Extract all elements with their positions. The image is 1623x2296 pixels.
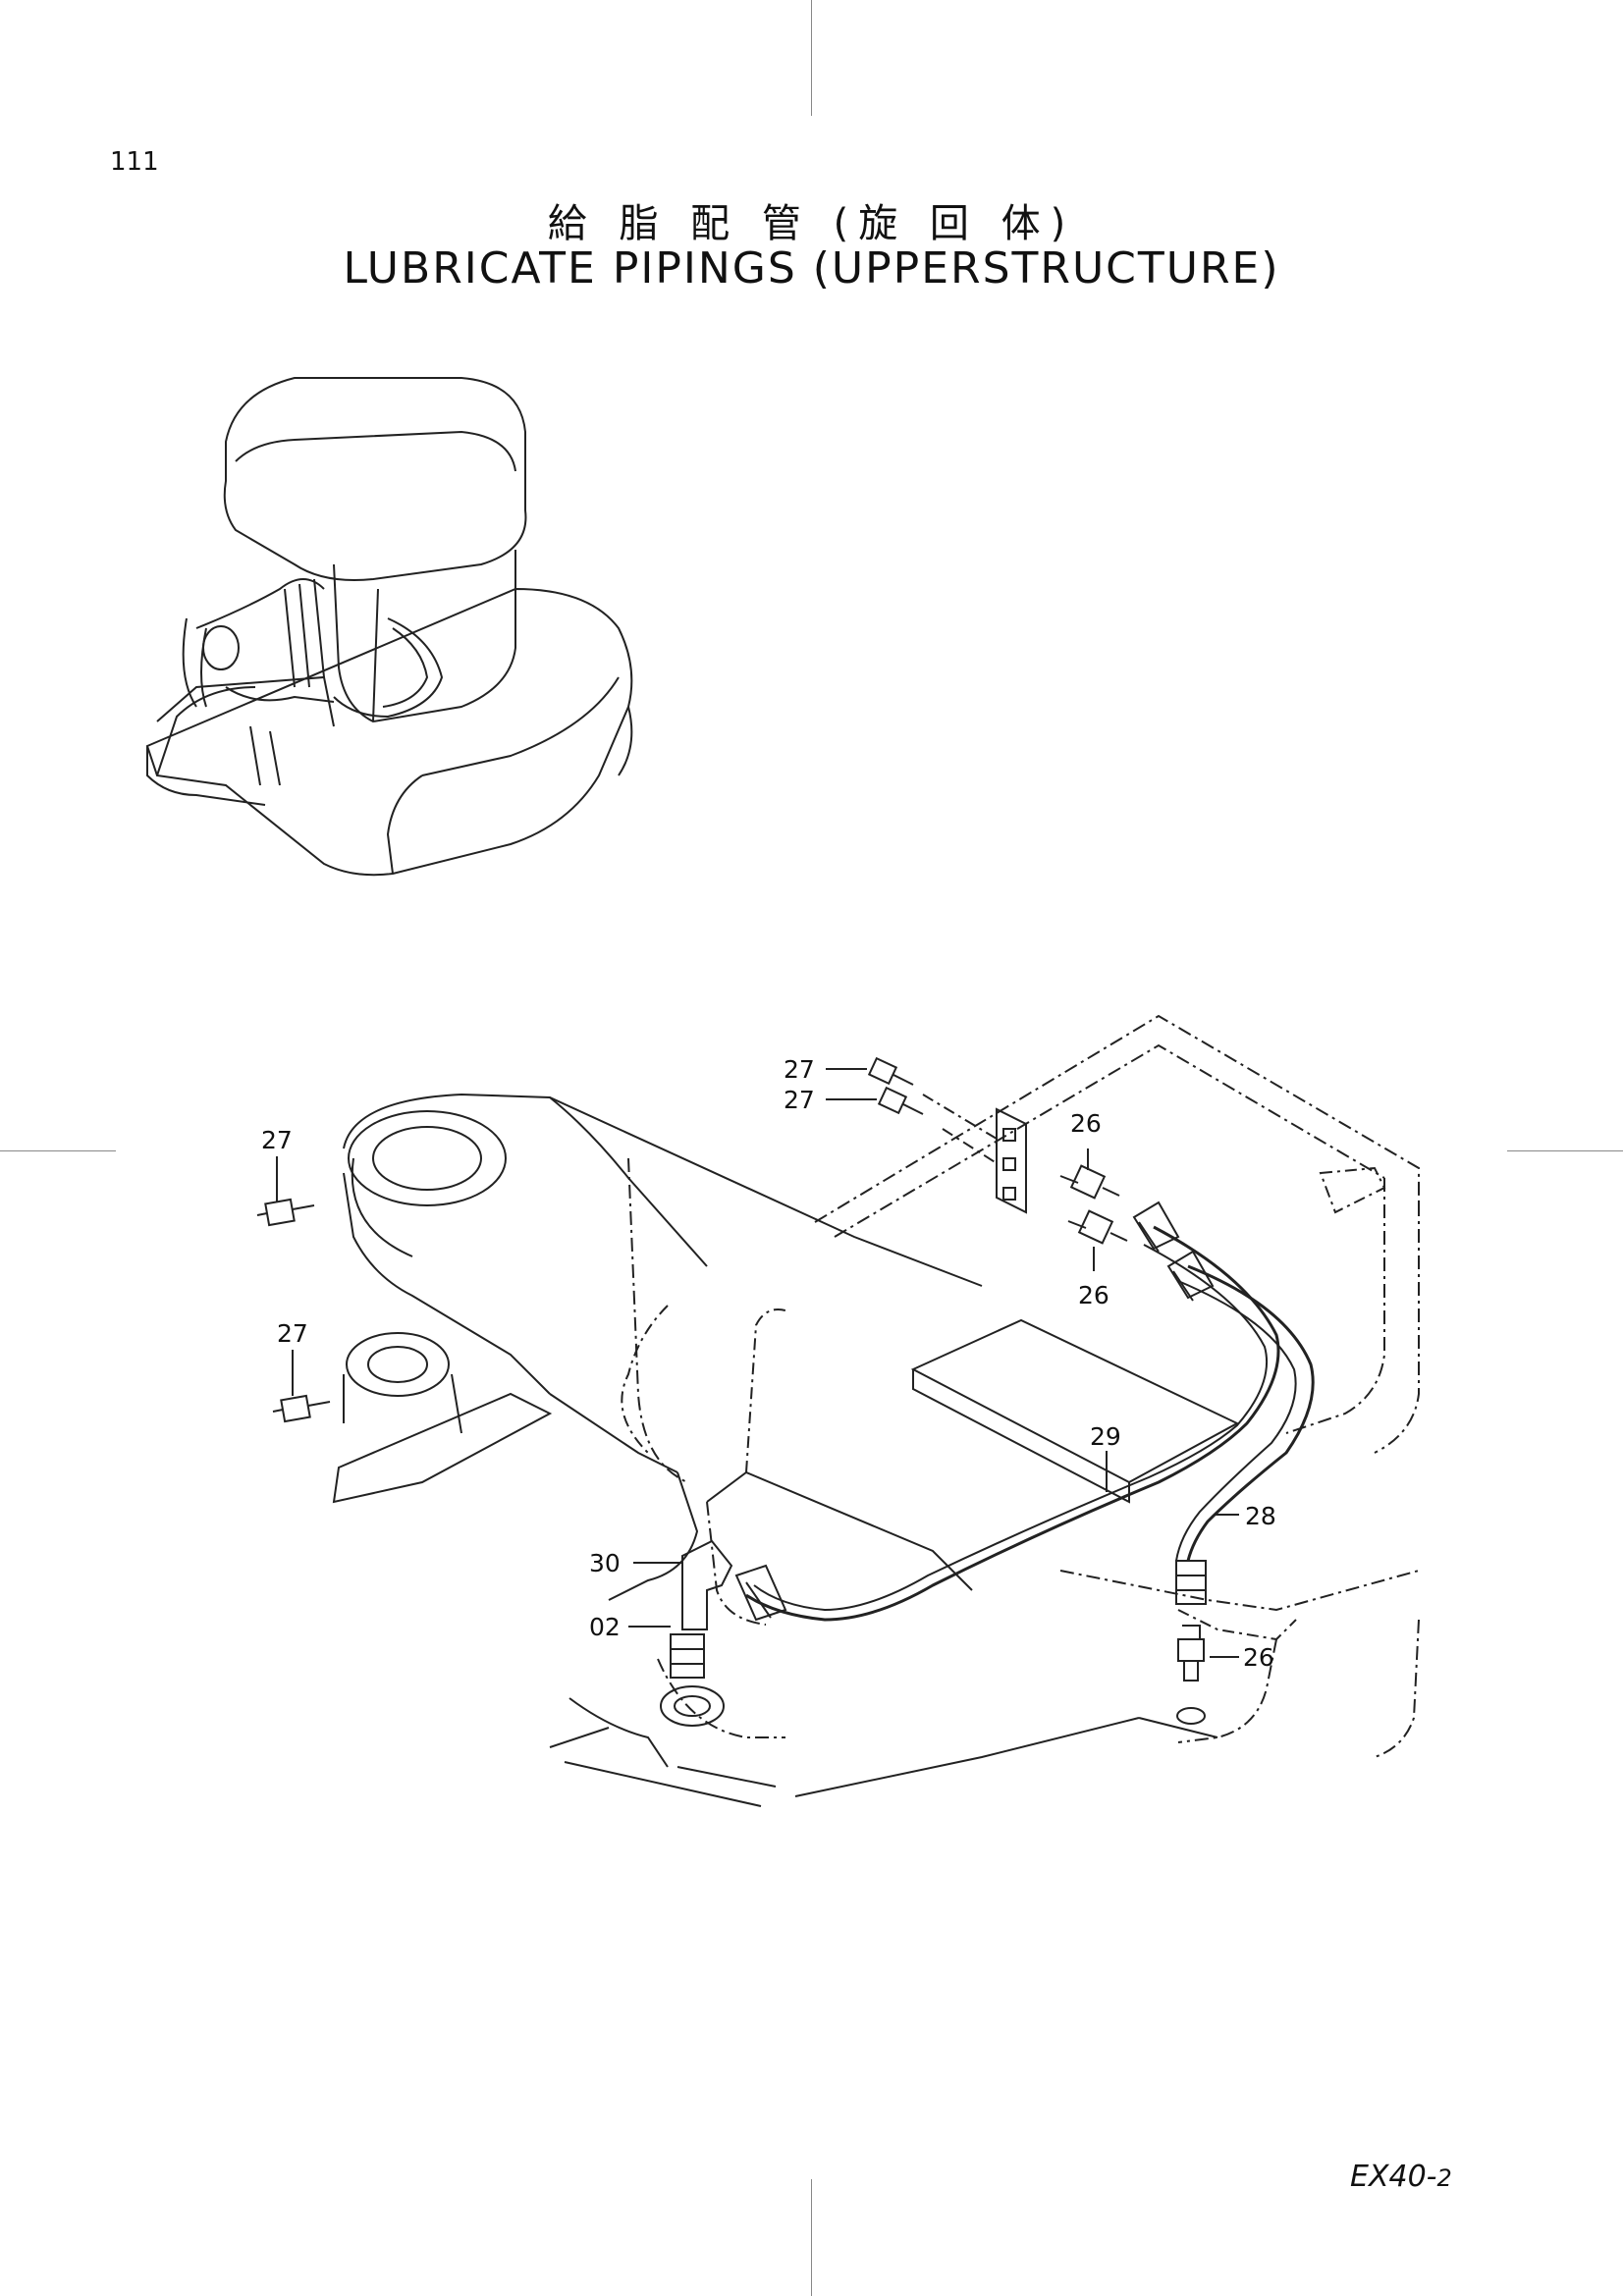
machine-overview [145, 377, 633, 877]
callout-28: 28 [1245, 1502, 1276, 1530]
nipple-26-a [1059, 1164, 1120, 1200]
callout-26-a: 26 [1070, 1109, 1102, 1138]
crop-mark-top [811, 0, 812, 116]
title-japanese: 給 脂 配 管 (旋 回 体) [547, 201, 1076, 246]
callout-26-b: 26 [1078, 1281, 1109, 1309]
model-base: EX40- [1350, 2160, 1437, 2194]
callout-27-b: 27 [784, 1086, 815, 1114]
grease-nipple-27-c [256, 1198, 315, 1227]
model-code: EX40-2 [1350, 2160, 1452, 2194]
hose-end-fitting-bottom-28 [1175, 1560, 1207, 1605]
callout-27-a: 27 [784, 1055, 815, 1084]
callout-26-c: 26 [1243, 1643, 1274, 1672]
crop-mark-right [1507, 1150, 1623, 1151]
grease-nipple-27-d [272, 1394, 331, 1423]
hose-end-fitting-top-1 [1132, 1201, 1180, 1253]
title-english: LUBRICATE PIPINGS (UPPERSTRUCTURE) [343, 243, 1280, 294]
model-suffix: 2 [1436, 2164, 1452, 2192]
callout-02: 02 [589, 1613, 621, 1641]
grease-nipple-27-a [867, 1056, 914, 1086]
callout-29: 29 [1090, 1422, 1121, 1451]
main-detail-drawing [256, 1014, 1420, 1807]
nipple-26-b [1067, 1209, 1128, 1245]
crop-mark-left [0, 1150, 116, 1151]
page-number: 111 [110, 147, 159, 177]
callout-27-d: 27 [277, 1319, 308, 1348]
nipple-26-c [1176, 1625, 1206, 1725]
elbow-30 [681, 1539, 733, 1630]
callout-30: 30 [589, 1549, 621, 1577]
hose-end-fitting-top-2 [1166, 1250, 1215, 1302]
hose-end-fitting-29 [734, 1564, 787, 1622]
crop-mark-bottom [811, 2179, 812, 2296]
adapter-02 [660, 1633, 725, 1727]
callout-27-c: 27 [261, 1126, 293, 1154]
grease-nipple-27-b [877, 1086, 924, 1115]
